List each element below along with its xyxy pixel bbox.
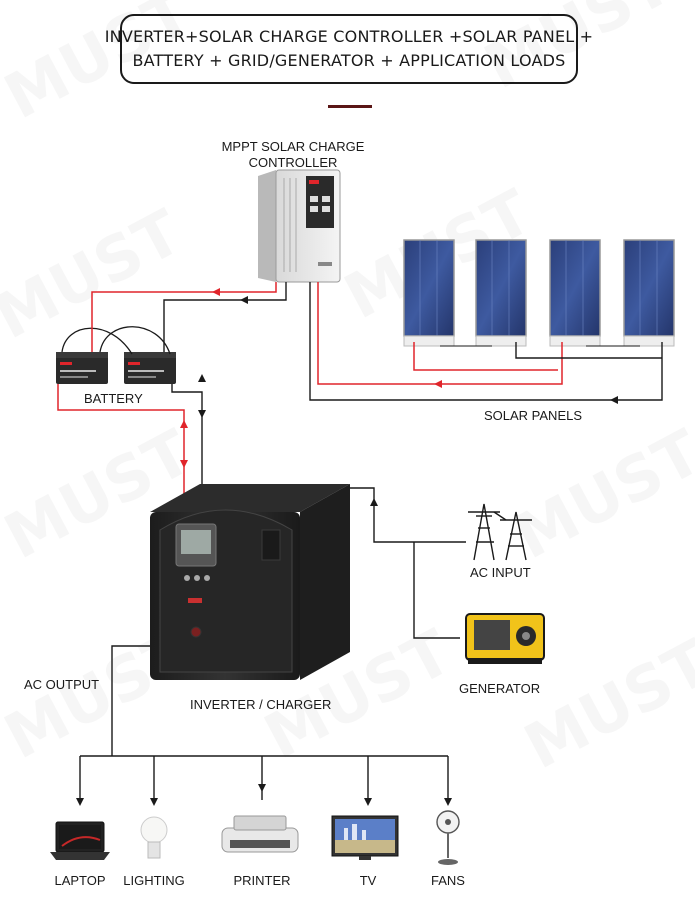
ac-output-arrows [76, 784, 452, 806]
fan-icon [436, 810, 460, 865]
solar-panel-1 [403, 239, 455, 347]
solar-panels-label: SOLAR PANELS [484, 408, 583, 423]
ac-output-label: AC OUTPUT [24, 677, 100, 692]
generator-label: GENERATOR [459, 681, 541, 696]
generator-icon [465, 613, 545, 664]
transmission-tower-icon [468, 503, 532, 561]
solar-panel-4 [623, 239, 675, 347]
tv-icon [331, 815, 399, 860]
wire-controller-battery-positive [91, 282, 277, 352]
watermark-text: MUST [473, 0, 683, 103]
watermark-text: MUST [503, 415, 695, 573]
ac-input-label: AC INPUT [470, 565, 531, 580]
wire-ac-output [79, 645, 449, 800]
wire-panels-controller-negative [309, 282, 663, 404]
title-line-1: INVERTER+SOLAR CHARGE CONTROLLER +SOLAR … [104, 27, 594, 46]
printer-icon [221, 815, 299, 853]
wire-controller-battery-negative [163, 282, 287, 352]
wire-battery-inverter-negative [171, 374, 206, 500]
wire-ac-input-inverter [350, 487, 466, 639]
title-box: INVERTER+SOLAR CHARGE CONTROLLER +SOLAR … [105, 14, 593, 84]
laptop-icon [50, 821, 110, 860]
controller-label-2: CONTROLLER [248, 155, 338, 170]
inverter-label: INVERTER / CHARGER [190, 697, 332, 712]
bulb-icon [140, 816, 168, 859]
watermark-text: MUST [0, 0, 203, 133]
title-underline [328, 105, 372, 108]
load-label-printer: PRINTER [233, 873, 291, 888]
solar-panel-2 [475, 239, 527, 347]
load-label-fans: FANS [431, 873, 465, 888]
load-label-laptop: LAPTOP [54, 873, 106, 888]
battery-label: BATTERY [84, 391, 143, 406]
mppt-controller-device [258, 169, 341, 283]
battery-2-device [124, 352, 176, 384]
load-label-tv: TV [359, 873, 377, 888]
solar-panel-3 [549, 239, 601, 347]
title-line-2: BATTERY + GRID/GENERATOR + APPLICATION L… [132, 51, 566, 70]
inverter-charger-device [150, 484, 350, 680]
wire-battery-inverter-positive [57, 384, 188, 500]
controller-label-1: MPPT SOLAR CHARGE [221, 139, 365, 154]
wire-panels-controller-positive [317, 282, 563, 388]
load-label-lighting: LIGHTING [123, 873, 185, 888]
battery-1-device [56, 352, 108, 384]
